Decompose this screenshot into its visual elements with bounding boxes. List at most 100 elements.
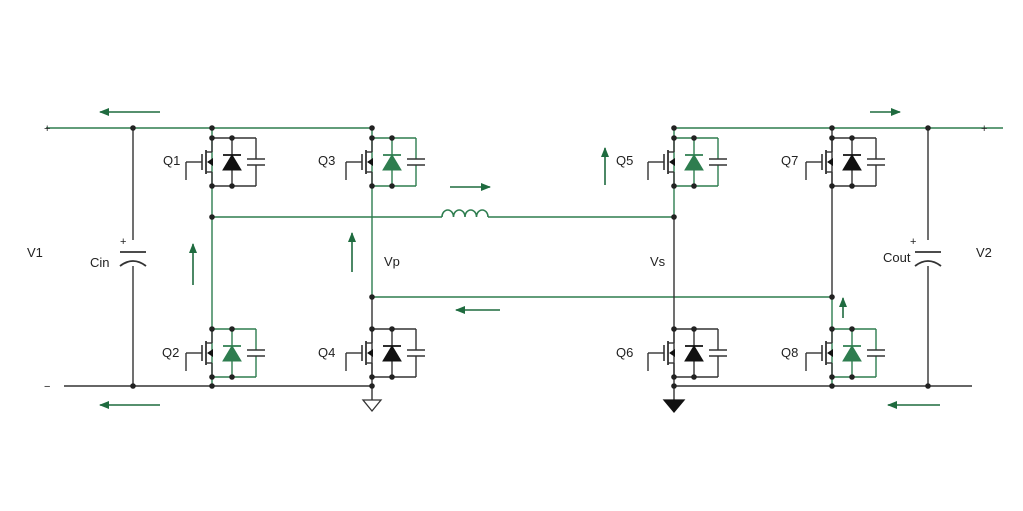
switch-q5-label: Q5 <box>616 153 633 168</box>
junction-dot <box>829 135 835 141</box>
switch-q3 <box>345 135 425 189</box>
fet-arrow <box>669 349 675 357</box>
junction-dot <box>829 374 835 380</box>
junction-dot <box>671 183 677 189</box>
body-diode <box>842 154 862 171</box>
cout-plus-marker: + <box>910 236 916 248</box>
node-vs-label: Vs <box>650 254 666 269</box>
body-diode <box>382 345 402 362</box>
inductor-coil <box>441 209 489 218</box>
v2-plus-terminal: + <box>981 123 987 135</box>
junction-dot <box>389 374 395 380</box>
switch-q5 <box>647 135 727 189</box>
switch-q4-label: Q4 <box>318 345 335 360</box>
junction-dot <box>691 183 697 189</box>
junction-dot <box>829 183 835 189</box>
junction-dot <box>829 125 835 131</box>
junction-dot <box>130 383 136 389</box>
cap-cout-label: Cout <box>883 250 911 265</box>
junction-dot <box>849 135 855 141</box>
junction-dot <box>229 135 235 141</box>
devices <box>185 135 885 380</box>
junction-dot <box>369 326 375 332</box>
v1-plus-terminal: + <box>44 123 50 135</box>
switch-q1 <box>185 135 265 189</box>
junction-dot <box>130 125 136 131</box>
ground-triangle <box>662 399 686 414</box>
capacitor-cin <box>119 251 147 267</box>
switch-q3-label: Q3 <box>318 153 335 168</box>
body-diode <box>222 345 242 362</box>
fet-arrow <box>367 158 373 166</box>
junction-dot <box>389 326 395 332</box>
junction-dot <box>369 383 375 389</box>
fet-arrow <box>669 158 675 166</box>
junction-dot <box>925 383 931 389</box>
junction-dot <box>209 374 215 380</box>
fet-arrow <box>367 349 373 357</box>
body-diode <box>684 154 704 171</box>
junction-dot <box>829 294 835 300</box>
junction-dot <box>671 135 677 141</box>
junction-dot <box>691 374 697 380</box>
junction-dot <box>209 326 215 332</box>
cin-plus-marker: + <box>120 236 126 248</box>
junction-dot <box>209 183 215 189</box>
junction-dot <box>389 135 395 141</box>
switch-q4 <box>345 326 425 380</box>
junction-dot <box>389 183 395 189</box>
junction-dot <box>229 183 235 189</box>
cap-cin-label: Cin <box>90 255 110 270</box>
junction-dot <box>369 183 375 189</box>
body-diode <box>222 154 242 171</box>
junction-dot <box>671 383 677 389</box>
switch-q7-label: Q7 <box>781 153 798 168</box>
switch-q2-label: Q2 <box>162 345 179 360</box>
ground-symbol <box>361 399 383 413</box>
fet-arrow <box>207 349 213 357</box>
junction-dot <box>849 374 855 380</box>
junction-dot <box>369 135 375 141</box>
junction-dot <box>209 125 215 131</box>
junction-dot <box>829 383 835 389</box>
junction-dot <box>671 374 677 380</box>
junction-dot <box>849 326 855 332</box>
junction-dot <box>671 125 677 131</box>
capacitor-cout <box>914 251 942 267</box>
body-diode <box>842 345 862 362</box>
junction-dot <box>829 326 835 332</box>
junction-dot <box>369 125 375 131</box>
cap-curved-plate <box>119 260 147 267</box>
switch-q6 <box>647 326 727 380</box>
fet-arrow <box>207 158 213 166</box>
junction-dot <box>671 214 677 220</box>
switch-q8 <box>805 326 885 380</box>
switch-q1-label: Q1 <box>163 153 180 168</box>
ground-triangle <box>361 399 383 413</box>
switch-q7 <box>805 135 885 189</box>
source-v2-label: V2 <box>976 245 992 260</box>
cap-curved-plate <box>914 260 942 267</box>
body-diode <box>382 154 402 171</box>
junction-dot <box>209 383 215 389</box>
junction-dot <box>849 183 855 189</box>
switch-q2 <box>185 326 265 380</box>
junction-dot <box>691 135 697 141</box>
junction-dot <box>671 326 677 332</box>
junction-dot <box>925 125 931 131</box>
junction-dot <box>209 135 215 141</box>
fet-arrow <box>827 158 833 166</box>
node-vp-label: Vp <box>384 254 400 269</box>
junction-dot <box>369 294 375 300</box>
fet-arrow <box>827 349 833 357</box>
switch-q6-label: Q6 <box>616 345 633 360</box>
junction-dot <box>691 326 697 332</box>
junction-dot <box>229 326 235 332</box>
junction-dot <box>369 374 375 380</box>
v1-minus-terminal: − <box>44 381 50 393</box>
body-diode <box>684 345 704 362</box>
source-v1-label: V1 <box>27 245 43 260</box>
ground-symbol-solid <box>662 399 686 414</box>
